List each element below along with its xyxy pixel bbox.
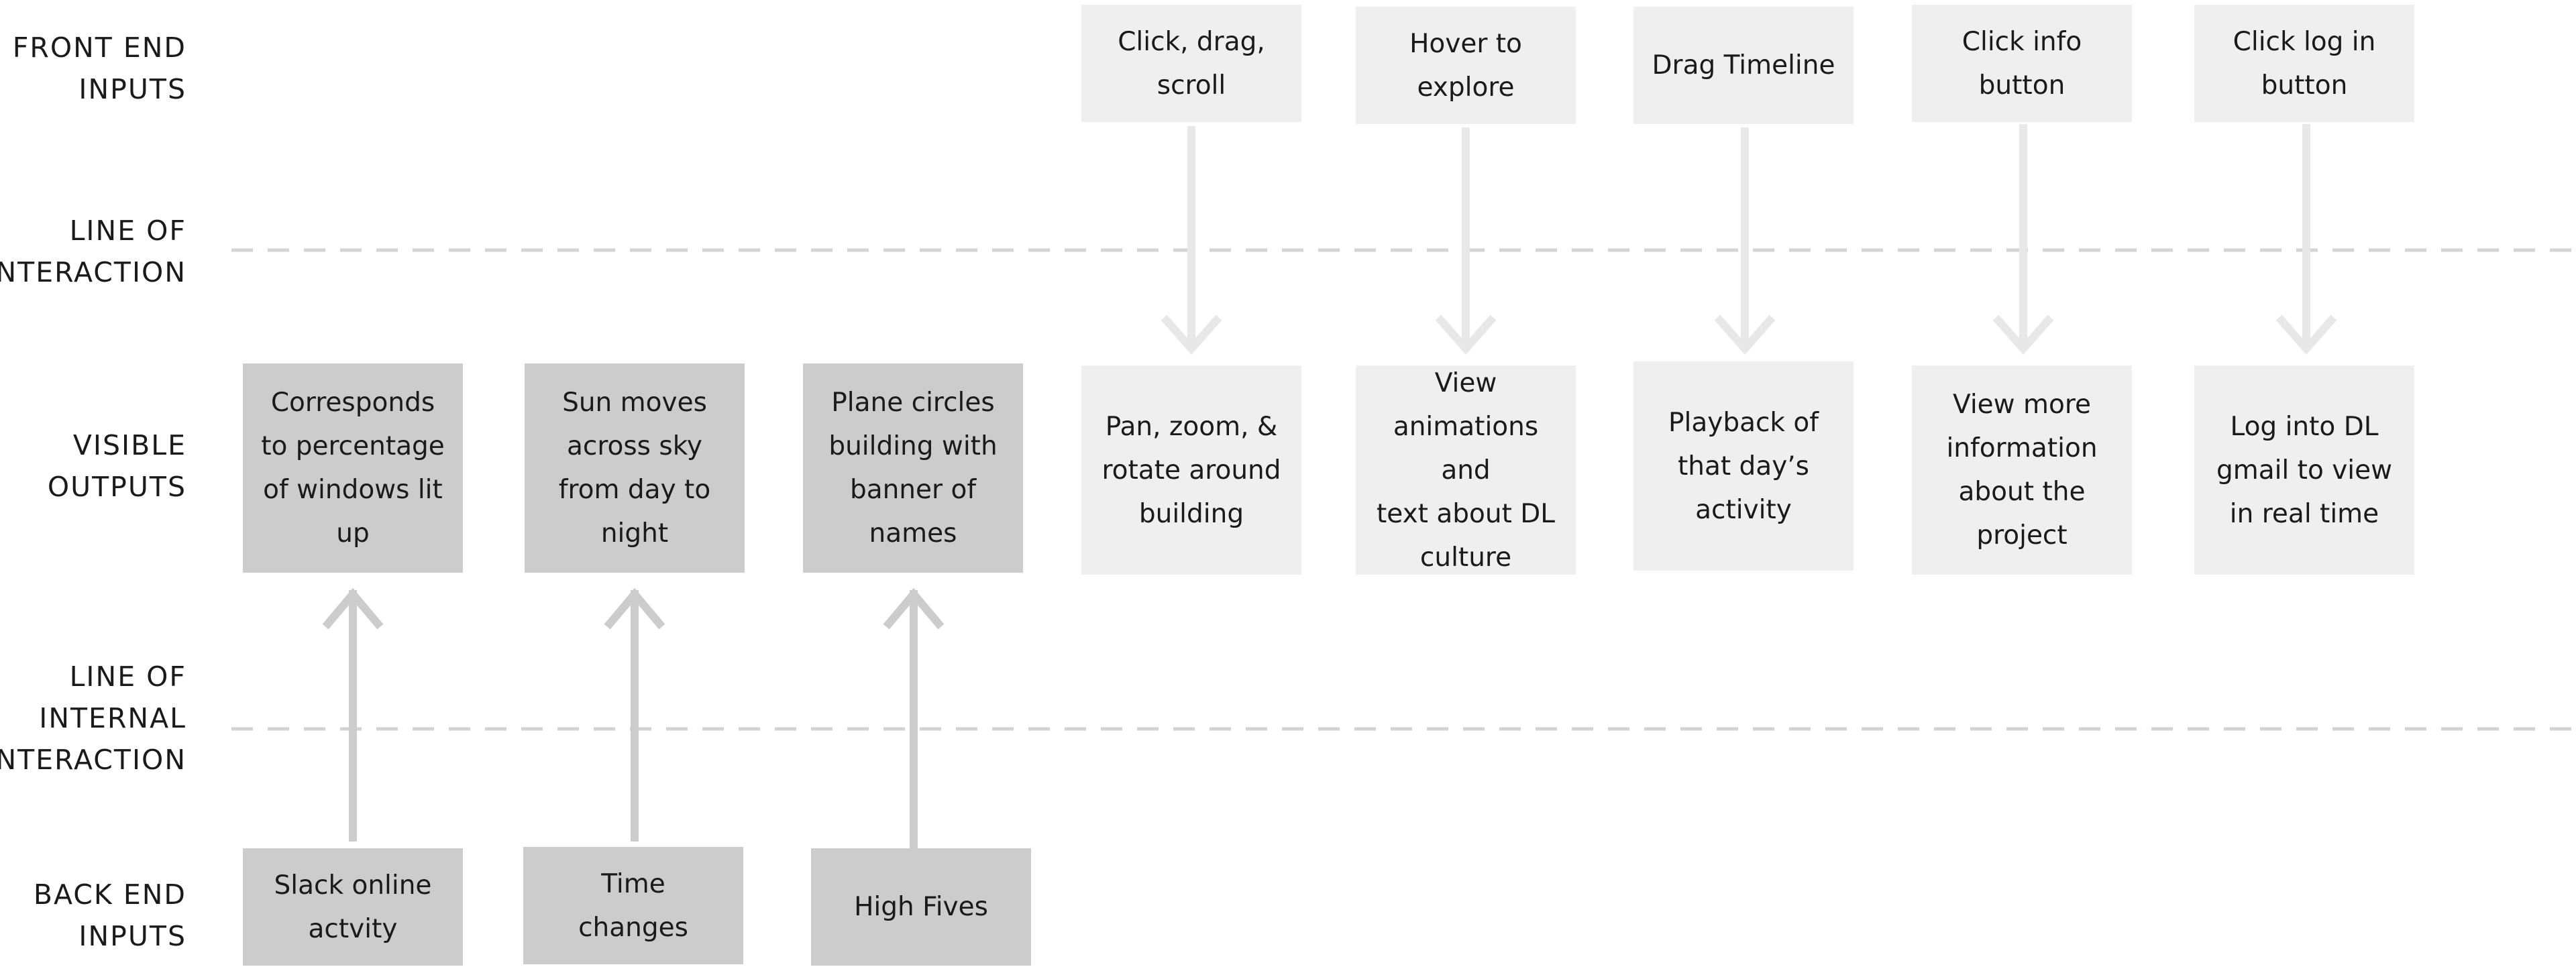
arrow-hover-to-view-animations — [1435, 127, 1497, 355]
front-end-input-text: Click, drag,scroll — [1118, 26, 1265, 101]
back-end-input-text: High Fives — [854, 892, 988, 922]
arrow-log-in-button-to-gmail — [2275, 124, 2337, 355]
front-end-input-box: Drag Timeline — [1633, 7, 1854, 124]
back-end-input-box: High Fives — [811, 848, 1031, 966]
arrow-click-drag-scroll-to-pan-zoom — [1161, 126, 1222, 355]
arrow-high-fives-to-plane-circles — [883, 587, 945, 848]
front-end-input-text: Drag Timeline — [1652, 50, 1835, 80]
arrow-info-button-to-more-information — [1992, 124, 2054, 355]
front-end-input-box: Click, drag,scroll — [1081, 5, 1301, 122]
arrow-slack-activity-to-windows-lit — [322, 587, 384, 842]
arrow-time-changes-to-sun-moves — [604, 587, 665, 842]
arrow-drag-timeline-to-playback — [1714, 127, 1776, 355]
